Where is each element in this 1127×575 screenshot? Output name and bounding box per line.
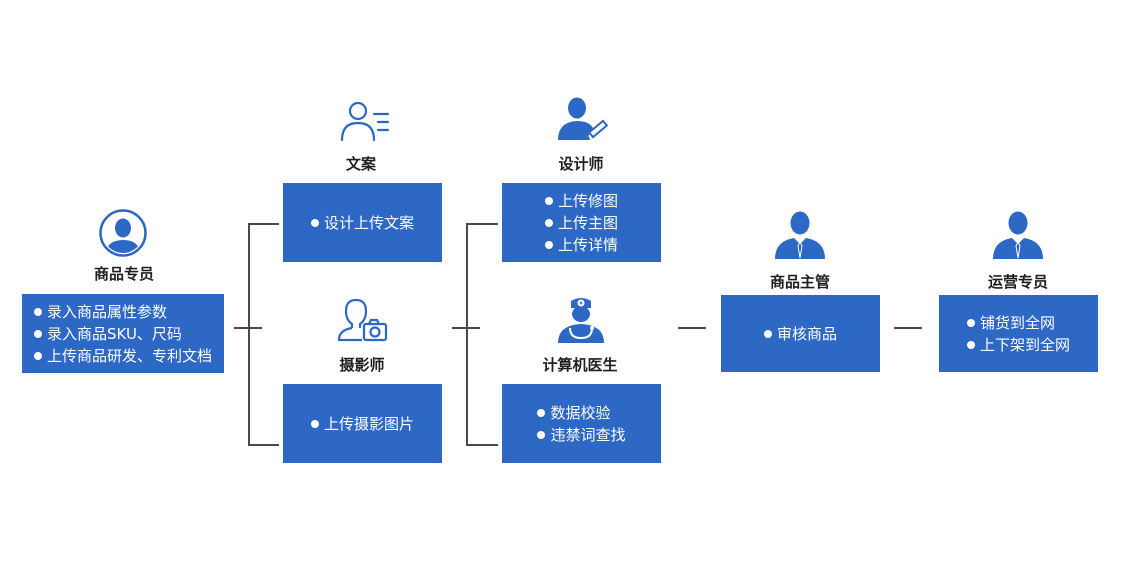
node-box: 铺货到全网 上下架到全网 (939, 295, 1098, 372)
businessman-icon (993, 211, 1043, 259)
list-item: 铺货到全网 (966, 312, 1070, 334)
businessman-icon (775, 211, 825, 259)
node-box: 设计上传文案 (283, 183, 442, 262)
item-list: 录入商品属性参数 录入商品SKU、尺码 上传商品研发、专利文档 (33, 301, 212, 367)
item-list: 上传摄影图片 (310, 413, 414, 435)
user-list-icon (340, 101, 390, 142)
node-title: 文案 (345, 155, 376, 173)
bracket-1-top (248, 223, 279, 225)
bracket-1-bottom (248, 444, 279, 446)
list-item: 设计上传文案 (310, 212, 414, 234)
bracket-1-vertical (248, 223, 250, 446)
list-item: 上传摄影图片 (310, 413, 414, 435)
bracket-2-bottom (466, 444, 498, 446)
node-box: 录入商品属性参数 录入商品SKU、尺码 上传商品研发、专利文档 (22, 294, 224, 373)
list-item: 上下架到全网 (966, 334, 1070, 356)
user-circle-icon (99, 209, 147, 257)
list-item: 数据校验 (537, 402, 625, 424)
list-item: 上传修图 (544, 190, 618, 212)
node-title: 摄影师 (339, 356, 385, 374)
node-box: 上传修图 上传主图 上传详情 (502, 183, 661, 262)
node-title: 运营专员 (987, 273, 1048, 291)
list-item: 违禁词查找 (537, 424, 626, 446)
list-item: 录入商品SKU、尺码 (33, 323, 212, 345)
doctor-icon (558, 298, 604, 343)
item-list: 上传修图 上传主图 上传详情 (544, 190, 618, 256)
bracket-2-vertical (466, 223, 468, 446)
list-item: 审核商品 (763, 323, 837, 345)
list-item: 上传主图 (544, 212, 618, 234)
connector-to-operations (894, 327, 922, 329)
user-pen-icon (558, 97, 608, 140)
node-title: 商品专员 (93, 265, 154, 283)
node-title: 设计师 (558, 155, 604, 173)
node-title: 商品主管 (769, 273, 830, 291)
node-box: 上传摄影图片 (283, 384, 442, 463)
item-list: 设计上传文案 (310, 212, 414, 234)
list-item: 上传详情 (544, 234, 618, 256)
user-camera-icon (337, 298, 388, 342)
node-box: 审核商品 (721, 295, 880, 372)
node-title: 计算机医生 (542, 356, 618, 374)
list-item: 录入商品属性参数 (33, 301, 212, 323)
node-box: 数据校验 违禁词查找 (502, 384, 661, 463)
list-item: 上传商品研发、专利文档 (33, 345, 212, 367)
bracket-2-top (466, 223, 498, 225)
item-list: 铺货到全网 上下架到全网 (966, 312, 1070, 356)
connector-to-supervisor (678, 327, 706, 329)
item-list: 数据校验 违禁词查找 (537, 402, 626, 446)
item-list: 审核商品 (763, 323, 837, 345)
